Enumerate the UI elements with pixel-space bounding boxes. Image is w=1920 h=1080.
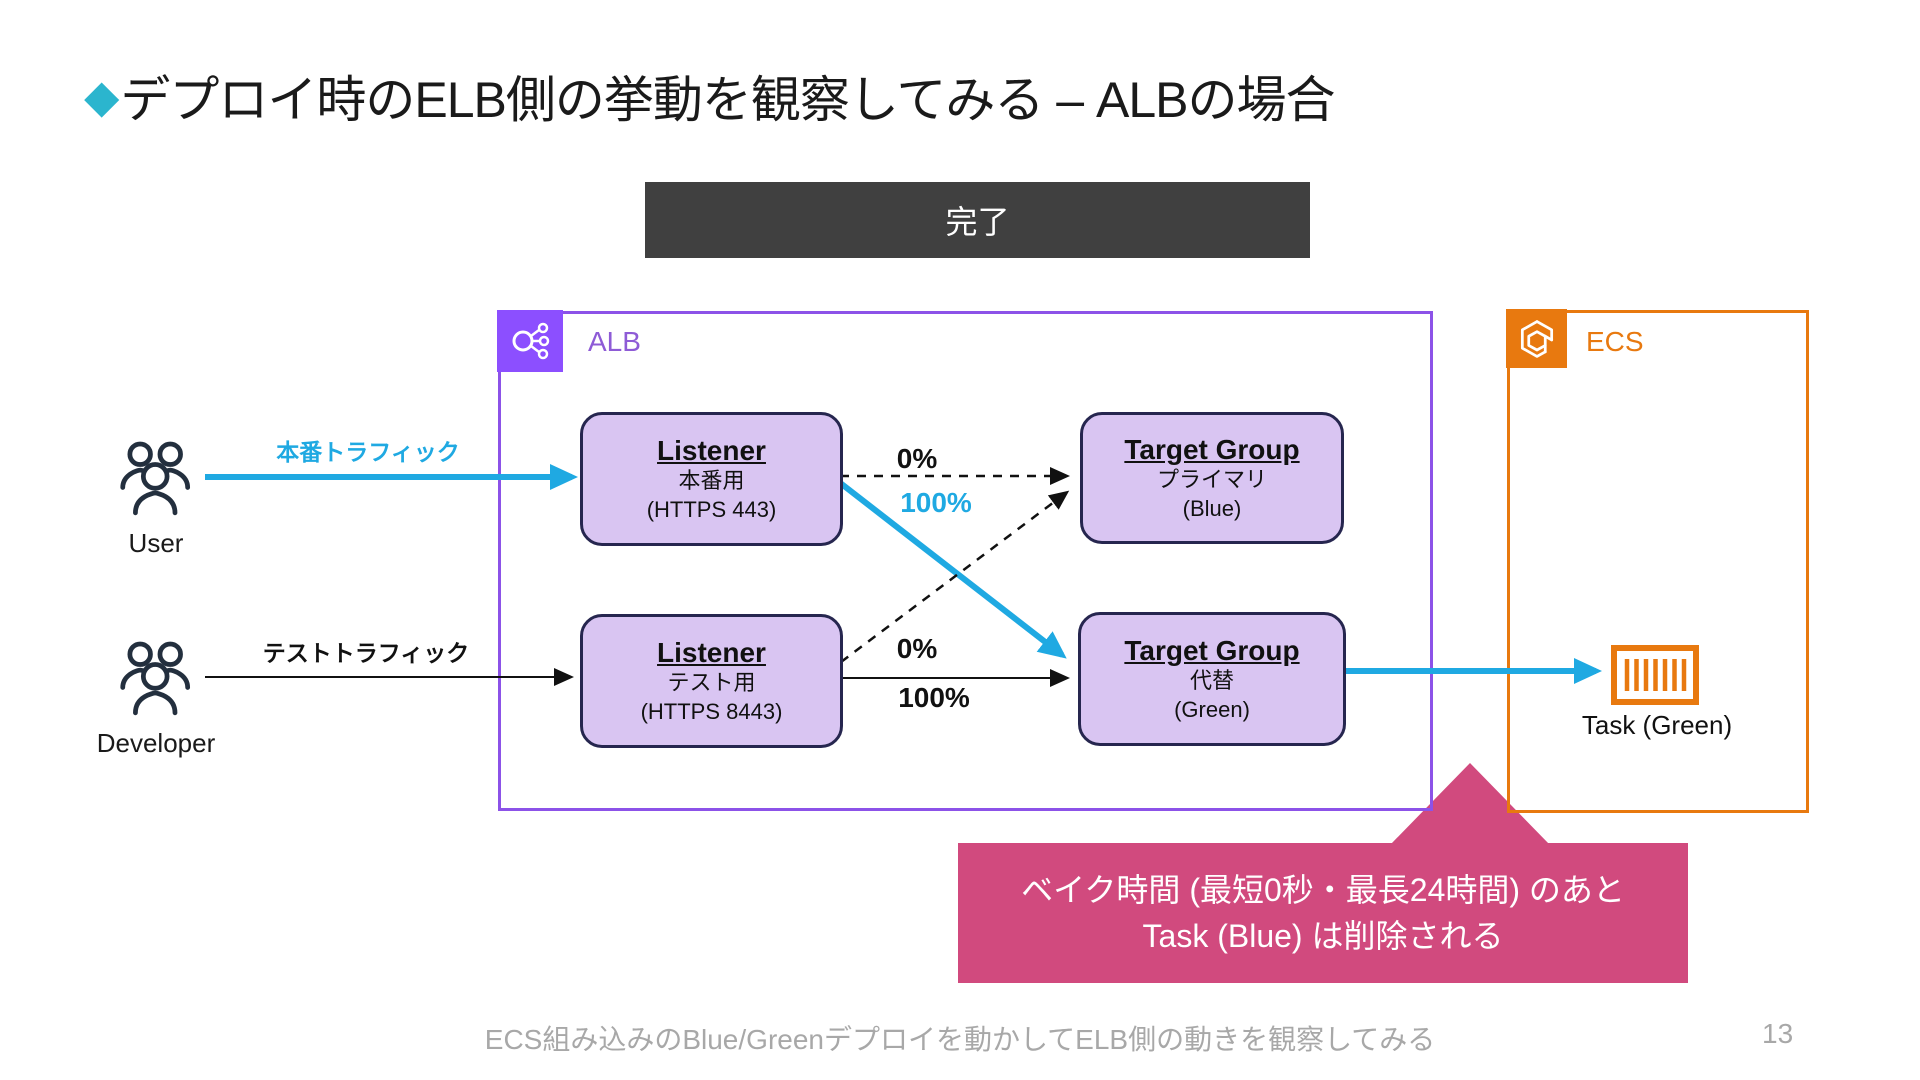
task-green-label: Task (Green)	[1581, 710, 1733, 740]
developer-icon	[118, 638, 194, 723]
weight-test-to-blue: 0%	[896, 633, 938, 664]
tg-green-title: Target Group	[1124, 634, 1300, 666]
listener-test-subtitle: テスト用	[667, 670, 756, 696]
target-group-blue-node: Target Group プライマリ (Blue)	[1080, 412, 1344, 544]
page-title: ◆ デプロイ時のELB側の挙動を観察してみる – ALBの場合	[84, 60, 1336, 132]
footer-note: ECS組み込みのBlue/Greenデプロイを動かしてELB側の動きを観察してみ…	[484, 1024, 1436, 1055]
slide-title-text: デプロイ時のELB側の挙動を観察してみる – ALBの場合	[120, 72, 1335, 128]
tg-green-variant: (Green)	[1174, 696, 1250, 722]
user-label: User	[128, 528, 184, 558]
page-number: 13	[1762, 1018, 1794, 1049]
listener-prod-node: Listener 本番用 (HTTPS 443)	[580, 412, 843, 546]
alb-icon	[497, 310, 563, 372]
title-diamond-icon: ◆	[84, 70, 119, 122]
callout-line-1: ベイク時間 (最短0秒・最長24時間) のあと	[1021, 871, 1625, 908]
listener-test-title: Listener	[657, 636, 766, 668]
weight-prod-to-green: 100%	[900, 487, 972, 518]
tg-blue-title: Target Group	[1124, 433, 1300, 465]
listener-test-port: (HTTPS 8443)	[640, 698, 783, 724]
alb-group	[498, 311, 1433, 811]
status-banner: 完了	[645, 182, 1310, 258]
target-group-green-node: Target Group 代替 (Green)	[1078, 612, 1346, 746]
test-traffic-label: テストトラフィック	[262, 640, 470, 666]
alb-group-label: ALB	[588, 326, 641, 357]
listener-test-node: Listener テスト用 (HTTPS 8443)	[580, 614, 843, 748]
task-green-icon	[1610, 644, 1700, 711]
ecs-icon	[1506, 309, 1567, 368]
ecs-group-label: ECS	[1586, 326, 1644, 357]
prod-traffic-label: 本番トラフィック	[276, 439, 460, 465]
listener-prod-title: Listener	[657, 434, 766, 466]
user-icon	[118, 438, 194, 523]
ecs-group	[1507, 310, 1809, 813]
callout-pointer-icon	[1390, 763, 1550, 845]
tg-blue-subtitle: プライマリ	[1156, 467, 1267, 493]
weight-test-to-green: 100%	[898, 682, 970, 713]
callout-line-2: Task (Blue) は削除される	[1142, 918, 1504, 954]
bake-time-callout: ベイク時間 (最短0秒・最長24時間) のあと Task (Blue) は削除さ…	[958, 843, 1688, 983]
listener-prod-port: (HTTPS 443)	[646, 496, 777, 522]
tg-green-subtitle: 代替	[1189, 668, 1234, 694]
developer-label: Developer	[96, 728, 216, 758]
tg-blue-variant: (Blue)	[1182, 495, 1242, 521]
weight-prod-to-blue: 0%	[896, 443, 938, 474]
listener-prod-subtitle: 本番用	[678, 468, 745, 494]
